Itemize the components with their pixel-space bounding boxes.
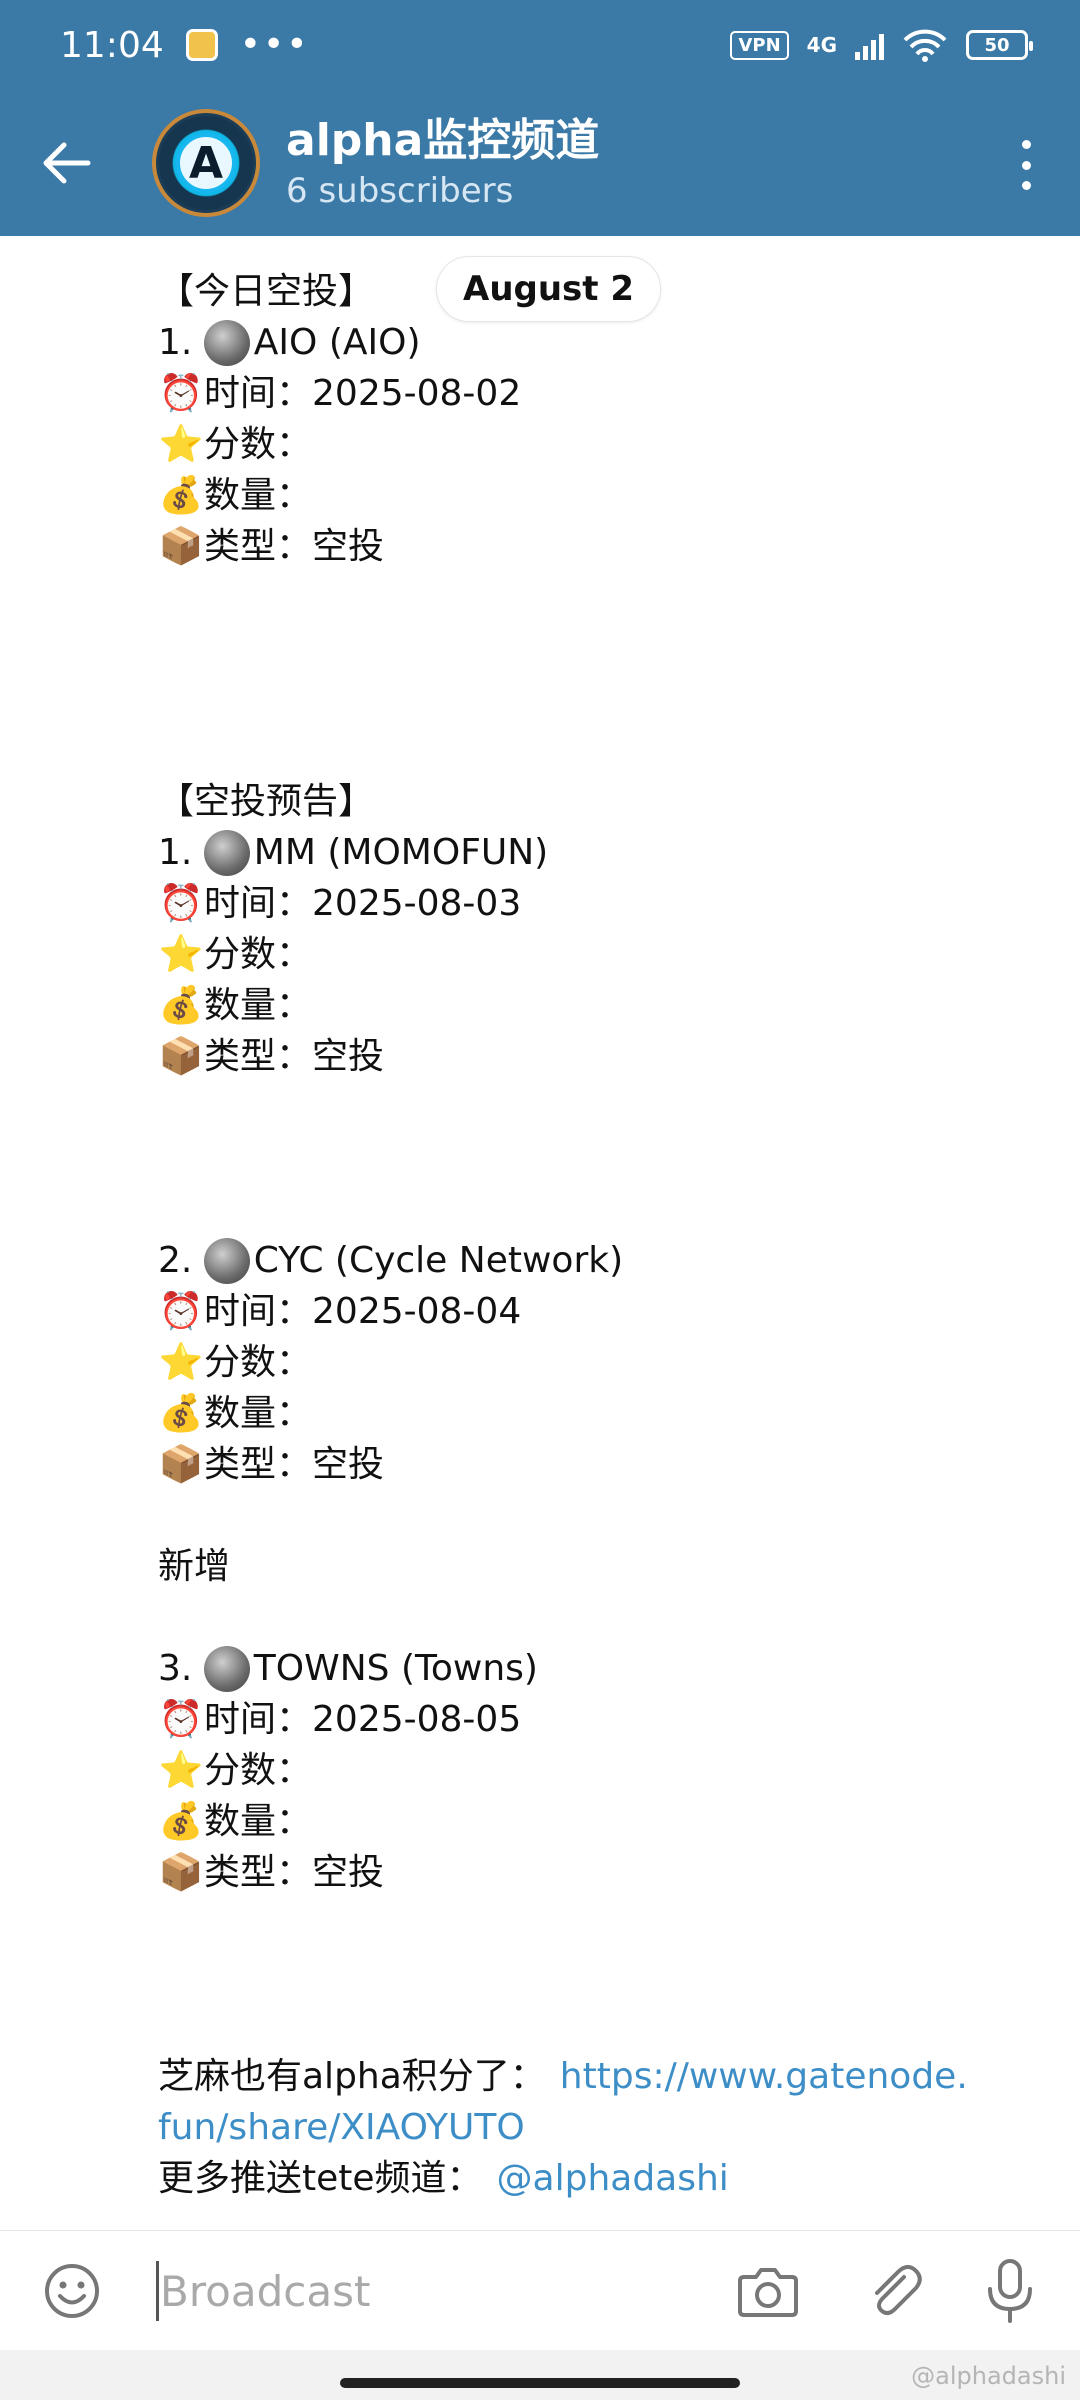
vpn-icon: VPN [730, 30, 789, 60]
time-label: 时间： [204, 373, 313, 414]
coin-icon [203, 1237, 250, 1284]
token-name: MM (MOMOFUN) [253, 832, 549, 873]
promo-link-continued[interactable]: fun/share/XIAOYUTO [158, 2107, 525, 2148]
package-icon: 📦 [158, 1444, 204, 1485]
token-name: TOWNS (Towns) [253, 1648, 538, 1689]
item-index: 3. [158, 1648, 204, 1689]
coin-icon [203, 319, 250, 366]
alarm-clock-icon: ⏰ [158, 1291, 204, 1332]
battery-icon: 50 [966, 30, 1033, 60]
date-pill: August 2 [436, 256, 662, 322]
microphone-button[interactable] [982, 2257, 1038, 2325]
score-label: 分数： [204, 934, 313, 975]
channel-info[interactable]: alpha监控频道 6 subscribers [286, 113, 599, 213]
dot-icon [1021, 140, 1031, 149]
amount-label: 数量： [204, 1801, 313, 1842]
arrow-left-icon [43, 142, 91, 184]
money-bag-icon: 💰 [158, 985, 204, 1026]
alarm-clock-icon: ⏰ [158, 883, 204, 924]
channel-avatar[interactable]: A [152, 109, 260, 217]
more-menu-button[interactable] [1006, 140, 1046, 190]
network-type: 4G [806, 33, 837, 57]
money-bag-icon: 💰 [158, 475, 204, 516]
money-bag-icon: 💰 [158, 1393, 204, 1434]
wifi-icon [903, 29, 947, 62]
system-nav-bar: @alphadashi [0, 2350, 1080, 2400]
type-value: 空投 [312, 1444, 385, 1485]
type-label: 类型： [204, 1852, 313, 1893]
star-icon: ⭐ [158, 1342, 204, 1383]
status-time: 11:04 [60, 24, 164, 66]
message-input[interactable]: Broadcast [160, 2266, 371, 2316]
type-label: 类型： [204, 526, 313, 567]
coin-icon [203, 1645, 250, 1692]
star-icon: ⭐ [158, 424, 204, 465]
time-label: 时间： [204, 883, 313, 924]
type-value: 空投 [312, 1852, 385, 1893]
input-bar: Broadcast [0, 2230, 1080, 2350]
avatar-logo-icon: A [176, 133, 236, 193]
item-index: 1. [158, 832, 204, 873]
star-icon: ⭐ [158, 1750, 204, 1791]
time-label: 时间： [204, 1699, 313, 1740]
alarm-clock-icon: ⏰ [158, 373, 204, 414]
type-label: 类型： [204, 1444, 313, 1485]
notes-notification-icon [185, 29, 218, 61]
package-icon: 📦 [158, 1036, 204, 1077]
more-push-text: 更多推送tete频道： [158, 2158, 483, 2199]
item-index: 1. [158, 322, 204, 363]
signal-icon [855, 30, 884, 60]
score-label: 分数： [204, 424, 313, 465]
type-value: 空投 [312, 1036, 385, 1077]
type-value: 空投 [312, 526, 385, 567]
battery-level: 50 [984, 34, 1010, 56]
coin-icon [203, 829, 250, 876]
money-bag-icon: 💰 [158, 1801, 204, 1842]
score-label: 分数： [204, 1342, 313, 1383]
amount-label: 数量： [204, 985, 313, 1026]
camera-button[interactable] [736, 2259, 800, 2323]
more-notifications-icon: ••• [239, 24, 310, 65]
time-value: 2025-08-03 [312, 883, 522, 924]
home-gesture-bar[interactable] [340, 2378, 740, 2388]
back-button[interactable] [12, 90, 122, 236]
watermark: @alphadashi [911, 2362, 1066, 2390]
new-added-label: 新增 [158, 1546, 231, 1587]
chat-header: A alpha监控频道 6 subscribers [0, 90, 1080, 236]
channel-title: alpha监控频道 [286, 115, 600, 166]
score-label: 分数： [204, 1750, 313, 1791]
package-icon: 📦 [158, 1852, 204, 1893]
time-value: 2025-08-04 [312, 1291, 522, 1332]
subscriber-count: 6 subscribers [286, 171, 514, 211]
promo-link[interactable]: https://www.gatenode. [559, 2056, 968, 2097]
message-list[interactable]: 【今日空投】 1. AIO (AIO) ⏰时间：2025-08-02 ⭐分数： … [0, 236, 1080, 2230]
token-name: CYC (Cycle Network) [253, 1240, 624, 1281]
star-icon: ⭐ [158, 934, 204, 975]
amount-label: 数量： [204, 1393, 313, 1434]
today-airdrop-header: 【今日空投】 [158, 271, 375, 312]
text-cursor [156, 2261, 159, 2321]
status-bar: 11:04 ••• VPN 4G 50 [0, 0, 1080, 90]
amount-label: 数量： [204, 475, 313, 516]
type-label: 类型： [204, 1036, 313, 1077]
token-name: AIO (AIO) [253, 322, 421, 363]
item-index: 2. [158, 1240, 204, 1281]
alarm-clock-icon: ⏰ [158, 1699, 204, 1740]
promo-text: 芝麻也有alpha积分了： [158, 2056, 546, 2097]
attach-button[interactable] [862, 2259, 926, 2323]
time-value: 2025-08-05 [312, 1699, 522, 1740]
channel-post[interactable]: 【今日空投】 1. AIO (AIO) ⏰时间：2025-08-02 ⭐分数： … [158, 266, 1038, 2204]
time-value: 2025-08-02 [312, 373, 522, 414]
dot-icon [1021, 160, 1031, 170]
dot-icon [1021, 181, 1031, 190]
package-icon: 📦 [158, 526, 204, 567]
airdrop-preview-header: 【空投预告】 [158, 781, 375, 822]
time-label: 时间： [204, 1291, 313, 1332]
emoji-button[interactable] [42, 2261, 102, 2321]
channel-mention-link[interactable]: @alphadashi [496, 2158, 729, 2199]
